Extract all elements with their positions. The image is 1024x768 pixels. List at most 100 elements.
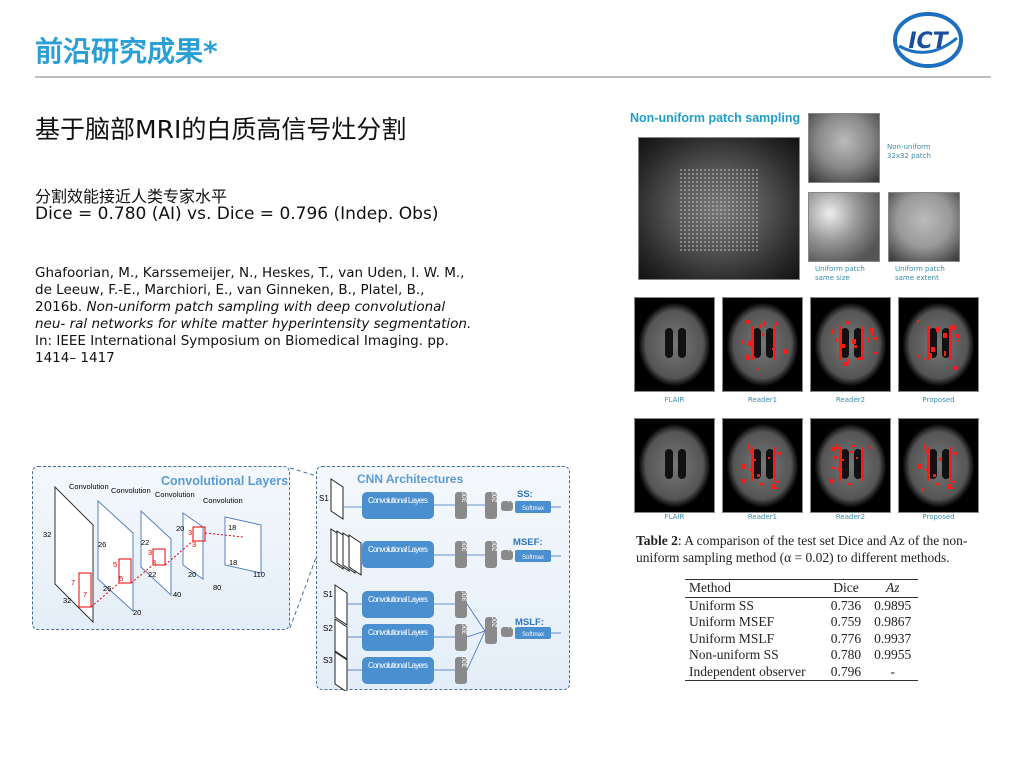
svg-text:26: 26	[98, 540, 106, 549]
image-caption: Reader2	[835, 513, 866, 521]
svg-text:7: 7	[71, 578, 75, 587]
conv-layers-block	[362, 541, 434, 568]
svg-text:300: 300	[462, 590, 469, 602]
table-cell: 0.776	[830, 630, 862, 646]
kernel-3a	[152, 548, 166, 566]
table-header-row: Method Dice Az	[685, 580, 918, 597]
svg-text:300: 300	[462, 623, 469, 635]
svg-text:300: 300	[462, 540, 469, 552]
svg-text:S1: S1	[319, 494, 329, 503]
kernel-7	[78, 572, 92, 608]
arch-mslf: MSLF:	[515, 617, 544, 628]
brain-mri-proposed	[898, 418, 979, 513]
layer-1	[54, 485, 94, 624]
fc-layer	[455, 624, 467, 651]
zoom-connector	[289, 467, 331, 629]
fc-layer	[501, 501, 513, 511]
table-cell: 0.759	[830, 614, 862, 629]
svg-text:26: 26	[103, 584, 111, 593]
image-caption: Reader2	[835, 396, 866, 404]
fc-layer	[485, 541, 497, 568]
conv-layers-block	[362, 624, 434, 651]
svg-text:Convolution: Convolution	[69, 482, 109, 491]
conv-layers-block	[362, 591, 434, 618]
svg-text:Softmax: Softmax	[522, 506, 544, 512]
svg-text:3: 3	[152, 558, 156, 567]
svg-text:Convolutional Layers: Convolutional Layers	[368, 545, 428, 554]
brain-mri-proposed	[898, 297, 979, 392]
svg-text:22: 22	[148, 570, 156, 579]
table-cell: Uniform MSEF	[689, 614, 775, 629]
svg-text:200: 200	[492, 540, 499, 552]
conv-title: Convolutional Layers	[161, 474, 288, 488]
svg-text:Convolutional Layers: Convolutional Layers	[368, 496, 428, 505]
brain-mri-flair	[634, 297, 715, 392]
input-slice	[330, 478, 344, 520]
image-caption: Proposed	[922, 396, 955, 404]
softmax-block	[515, 627, 551, 639]
conv-layers-panel: Convolutional Layers Convolution Convolu…	[32, 466, 290, 630]
table-cell: 0.9937	[874, 630, 912, 646]
svg-text:ICT: ICT	[908, 29, 949, 54]
svg-text:20: 20	[133, 608, 141, 617]
ict-logo: ICT	[893, 12, 963, 68]
svg-text:22: 22	[141, 538, 149, 547]
svg-text:Softmax: Softmax	[522, 555, 544, 561]
table-cell: 0.736	[830, 597, 862, 613]
fc-layer	[455, 591, 467, 618]
svg-text:3: 3	[188, 528, 192, 537]
svg-text:200: 200	[492, 491, 499, 503]
svg-text:S2: S2	[323, 624, 333, 633]
svg-text:2: 2	[508, 548, 515, 552]
table-cell: 0.9895	[874, 597, 912, 613]
reference-citation: Ghafoorian, M., Karssemeijer, N., Heskes…	[35, 265, 472, 366]
svg-text:7: 7	[83, 590, 87, 599]
brain-mri-reader2	[810, 297, 891, 392]
fc-layer	[501, 550, 513, 560]
svg-text:5: 5	[113, 560, 117, 569]
svg-text:S3: S3	[323, 656, 333, 665]
input-slice	[334, 651, 348, 691]
svg-text:5: 5	[119, 574, 123, 583]
table-cell: Independent observer	[689, 663, 806, 679]
svg-text:200: 200	[492, 616, 499, 628]
fc-layer	[455, 492, 467, 519]
svg-text:Convolutional Layers: Convolutional Layers	[368, 628, 428, 637]
table-cell: Uniform SS	[689, 597, 754, 613]
svg-text:Convolution: Convolution	[155, 490, 195, 499]
svg-text:Softmax: Softmax	[522, 632, 544, 638]
mri-sampling-image	[638, 137, 800, 280]
svg-text:110: 110	[253, 570, 265, 579]
fc-layer	[455, 541, 467, 568]
svg-text:3: 3	[192, 540, 196, 549]
uniform-patch-same-size	[808, 192, 880, 262]
brain-mri-reader2	[810, 418, 891, 513]
table-cell: 0.796	[830, 663, 862, 679]
table-row: Uniform SS 0.736 0.9895	[685, 597, 918, 614]
svg-text:40: 40	[173, 590, 181, 599]
table-cell: Non-uniform SS	[689, 647, 779, 662]
table-cell: 0.9867	[874, 614, 912, 629]
figure-label: Non-uniform patch sampling	[630, 111, 801, 125]
table-cell: Uniform MSLF	[689, 630, 775, 646]
input-slice	[334, 584, 348, 626]
svg-text:32: 32	[63, 596, 71, 605]
image-caption: Proposed	[922, 513, 955, 521]
svg-text:300: 300	[462, 491, 469, 503]
image-caption: FLAIR	[664, 513, 685, 521]
table-row: Uniform MSLF 0.776 0.9937	[685, 631, 918, 648]
fc-layer	[501, 627, 513, 637]
layer-4	[182, 512, 204, 580]
fc-layer	[455, 657, 467, 684]
svg-text:Convolution: Convolution	[203, 496, 243, 505]
brain-mri-flair	[634, 418, 715, 513]
table-cell: 0.9955	[874, 647, 912, 662]
svg-text:Convolutional Layers: Convolutional Layers	[368, 595, 428, 604]
uniform-patch-same-extent	[888, 192, 960, 262]
page-title: 前沿研究成果*	[35, 35, 218, 68]
brain-mri-reader1	[722, 418, 803, 513]
image-caption: FLAIR	[664, 396, 685, 404]
